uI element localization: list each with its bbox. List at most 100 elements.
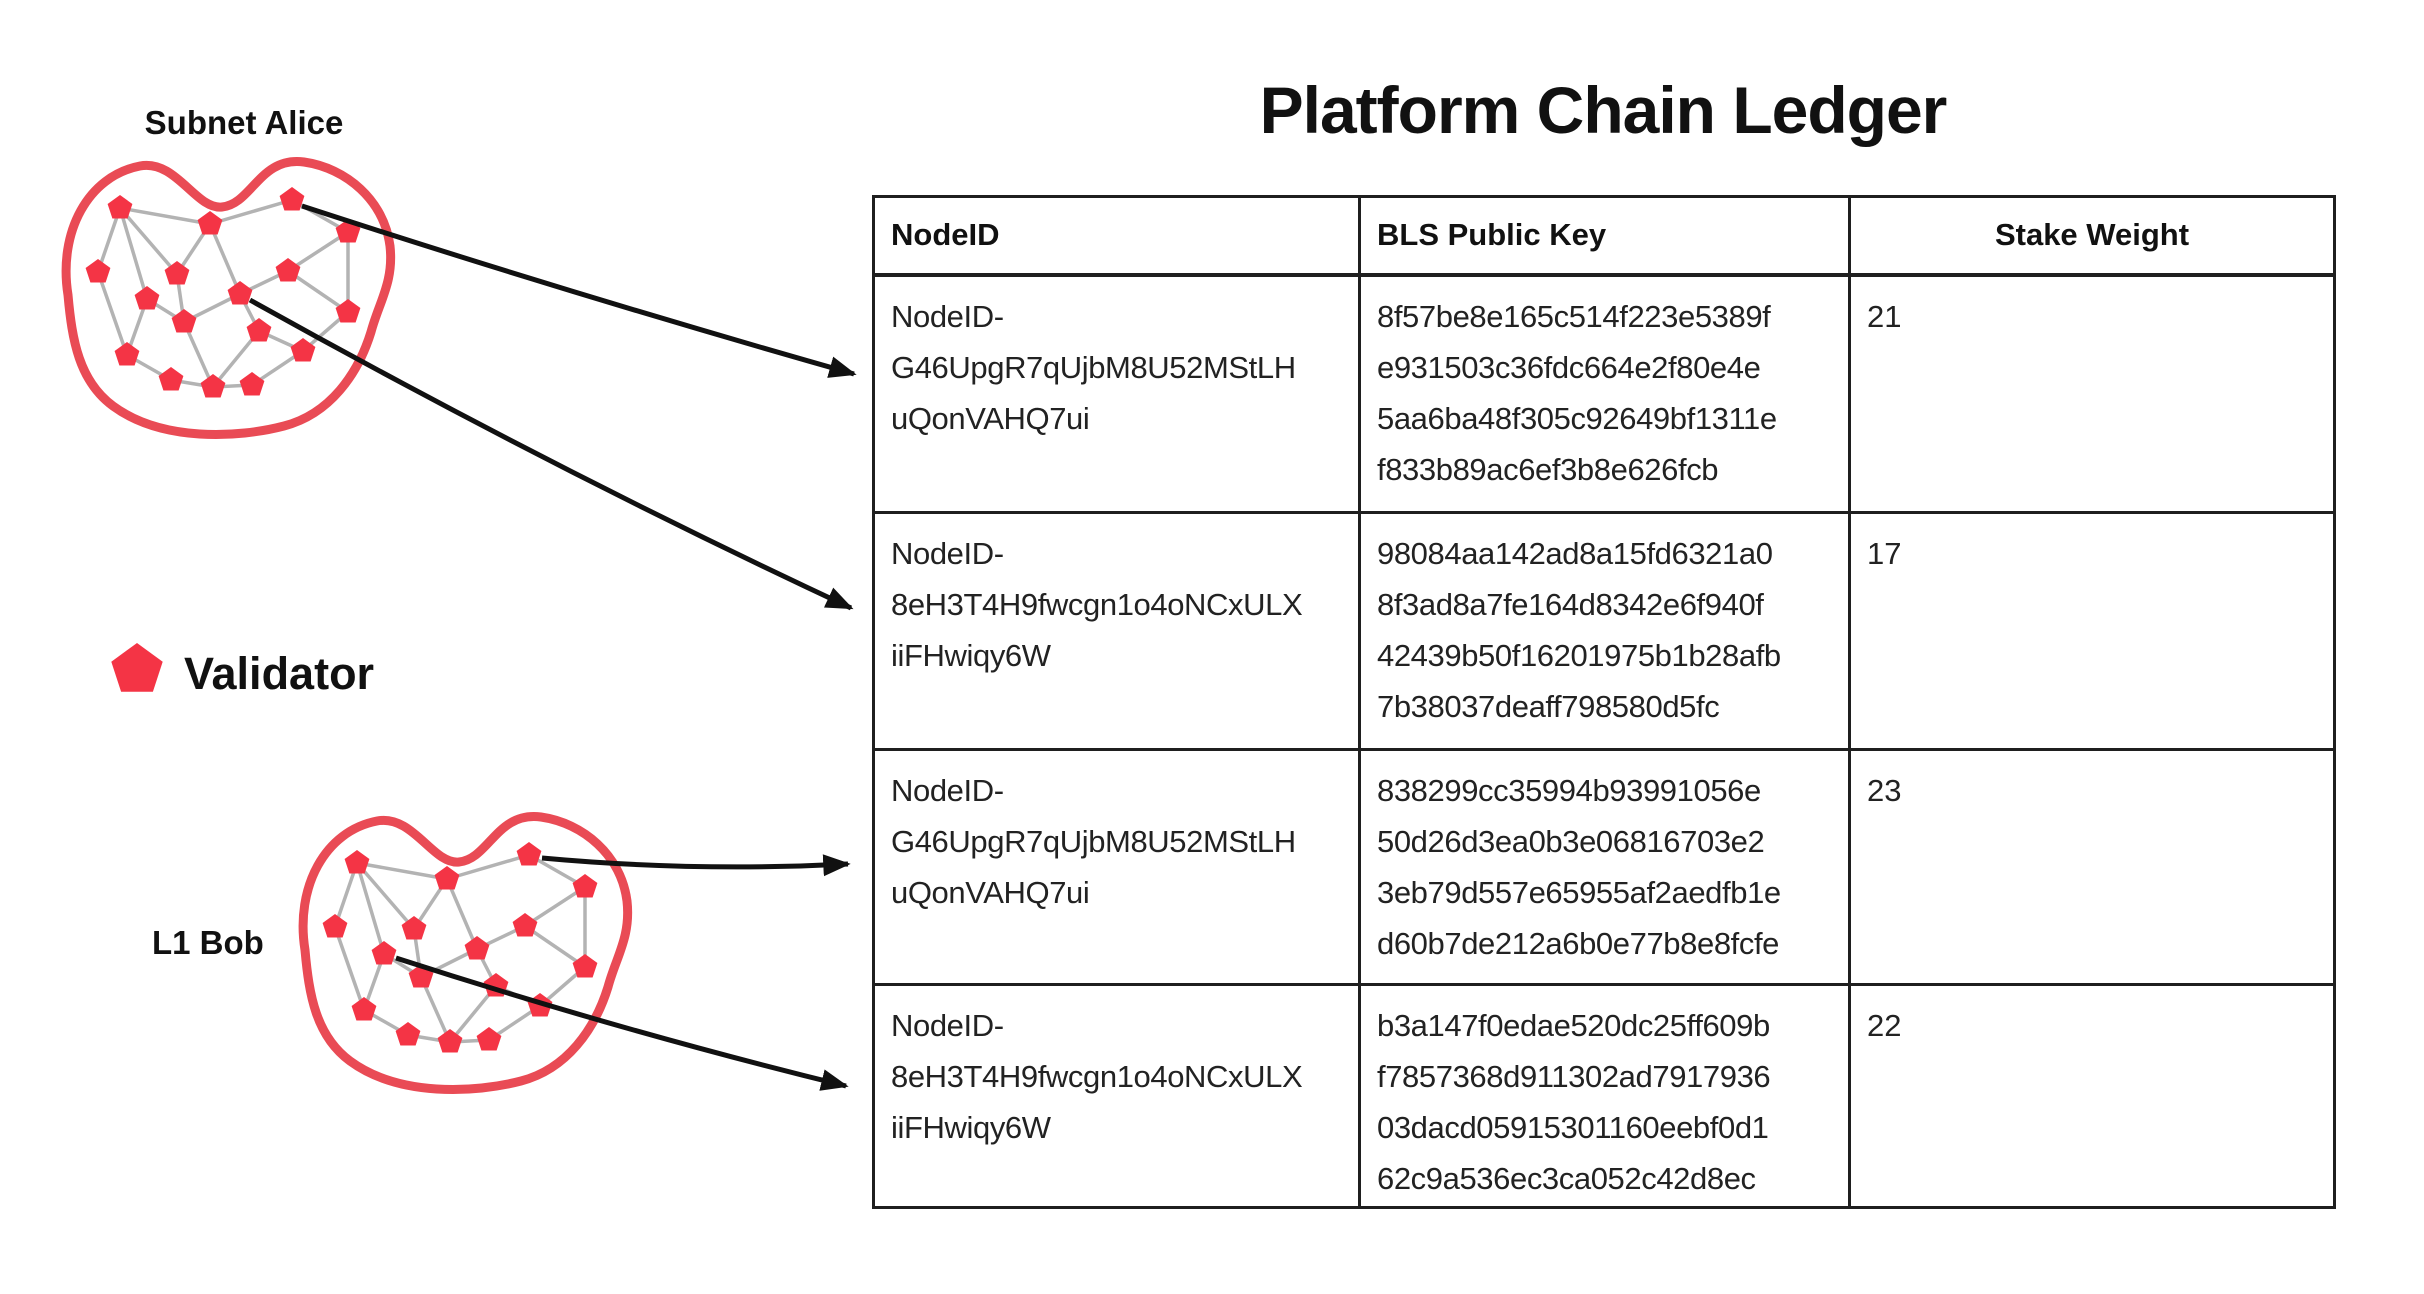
nodeid-line: NodeID- <box>891 298 1004 334</box>
nodeid-cell: NodeID- G46UpgR7qUjbM8U52MStLH uQonVAHQ7… <box>872 273 1361 514</box>
l1-bob-validator-node-icon <box>512 913 538 937</box>
l1-bob-validator-node-icon <box>464 936 490 960</box>
bls-key-line: b3a147f0edae520dc25ff609b <box>1377 1008 1770 1043</box>
nodeid-cell: NodeID- 8eH3T4H9fwcgn1o4oNCxULX iiFHwiqy… <box>872 983 1361 1209</box>
stake-weight-value: 17 <box>1867 536 1902 571</box>
subnet-alice-edge <box>209 198 293 226</box>
arrow-bob-to-row4 <box>395 955 849 1091</box>
subnet-alice-label: Subnet Alice <box>144 104 344 141</box>
l1-bob-validator-node-icon <box>437 1029 463 1053</box>
validator-legend-pentagon-icon <box>111 643 163 692</box>
bls-key-cell: b3a147f0edae520dc25ff609b f7857368d91130… <box>1358 983 1851 1209</box>
l1-bob-edge <box>333 926 366 1011</box>
bls-key-line: 8f3ad8a7fe164d8342e6f940f <box>1377 587 1764 622</box>
subnet-alice-validator-node-icon <box>290 338 316 362</box>
stake-weight-cell: 22 <box>1848 983 2336 1209</box>
table-row: NodeID- 8eH3T4H9fwcgn1o4oNCxULX iiFHwiqy… <box>872 511 2336 751</box>
l1-bob-validator-node-icon <box>516 842 542 866</box>
table-row: NodeID- G46UpgR7qUjbM8U52MStLH uQonVAHQ7… <box>872 273 2336 514</box>
nodeid-line: G46UpgR7qUjbM8U52MStLH <box>891 349 1296 385</box>
l1-bob-edge <box>445 878 479 950</box>
bls-key-cell: 8f57be8e165c514f223e5389f e931503c36fdc6… <box>1358 273 1851 514</box>
subnet-alice-blob <box>61 157 396 440</box>
stake-weight-cell: 23 <box>1848 748 2336 986</box>
l1-bob-label: L1 Bob <box>152 924 264 961</box>
l1-bob-edge <box>355 862 386 955</box>
bls-key-line: e931503c36fdc664e2f80e4e <box>1377 349 1761 385</box>
stake-weight-cell: 21 <box>1848 273 2336 514</box>
bls-key-line: 7b38037deaff798580d5fc <box>1377 689 1720 724</box>
nodeid-line: 8eH3T4H9fwcgn1o4oNCxULX <box>891 587 1303 622</box>
validator-legend-label: Validator <box>184 648 375 699</box>
subnet-alice-validator-node-icon <box>158 367 184 391</box>
subnet-alice-edge <box>287 269 349 314</box>
header-bls-public-key: BLS Public Key <box>1358 195 1851 277</box>
l1-bob-validator-node-icon <box>344 850 370 874</box>
bls-key-line: 3eb79d557e65955af2aedfb1e <box>1377 875 1781 910</box>
header-stake-weight: Stake Weight <box>1848 195 2336 277</box>
l1-bob-edge <box>356 861 448 881</box>
bls-key-line: 98084aa142ad8a15fd6321a0 <box>1377 536 1773 571</box>
bls-key-line: 42439b50f16201975b1b28afb <box>1377 638 1781 673</box>
l1-bob-validator-node-icon <box>434 866 460 890</box>
bls-key-line: d60b7de212a6b0e77b8e8fcfe <box>1377 926 1780 961</box>
arrow-bob-to-row3 <box>541 854 851 877</box>
bls-key-line: 50d26d3ea0b3e06816703e2 <box>1377 824 1765 859</box>
arrow-alice-to-row1 <box>301 203 857 378</box>
l1-bob-validator-node-icon <box>401 916 427 940</box>
stake-weight-value: 22 <box>1867 1008 1902 1043</box>
nodeid-line: iiFHwiqy6W <box>891 1110 1051 1145</box>
subnet-alice-validator-node-icon <box>200 374 226 398</box>
bls-key-line: 838299cc35994b93991056e <box>1377 773 1761 808</box>
subnet-alice-edge <box>287 230 349 273</box>
bls-key-cell: 98084aa142ad8a15fd6321a0 8f3ad8a7fe164d8… <box>1358 511 1851 751</box>
l1-bob-validator-node-icon <box>351 997 377 1021</box>
header-nodeid: NodeID <box>872 195 1361 277</box>
nodeid-line: uQonVAHQ7ui <box>891 875 1090 910</box>
l1-bob-validator-node-icon <box>572 954 598 978</box>
stake-weight-value: 21 <box>1867 298 1902 334</box>
l1-bob-edge <box>524 924 586 969</box>
bls-key-line: 5aa6ba48f305c92649bf1311e <box>1377 400 1777 436</box>
l1-bob-validator-node-icon <box>572 874 598 898</box>
l1-bob-validator-node-icon <box>395 1022 421 1046</box>
subnet-alice-edge <box>96 207 122 273</box>
l1-bob-edge <box>419 976 452 1043</box>
table-row: NodeID- G46UpgR7qUjbM8U52MStLH uQonVAHQ7… <box>872 748 2336 986</box>
nodeid-line: NodeID- <box>891 536 1004 571</box>
subnet-alice-edge <box>182 321 215 388</box>
subnet-alice-validator-node-icon <box>239 372 265 396</box>
stake-weight-cell: 17 <box>1848 511 2336 751</box>
nodeid-cell: NodeID- G46UpgR7qUjbM8U52MStLH uQonVAHQ7… <box>872 748 1361 986</box>
subnet-alice-edge <box>119 206 211 226</box>
l1-bob-validator-node-icon <box>371 941 397 965</box>
stake-weight-value: 23 <box>1867 773 1902 808</box>
platform-chain-ledger-table: NodeID BLS Public Key Stake Weight NodeI… <box>872 195 2336 1209</box>
subnet-alice-edge <box>96 271 129 356</box>
nodeid-line: G46UpgR7qUjbM8U52MStLH <box>891 824 1296 859</box>
subnet-alice-validator-node-icon <box>85 259 111 283</box>
subnet-alice-validator-node-icon <box>197 211 223 235</box>
l1-bob-validator-node-icon <box>322 914 348 938</box>
table-row: NodeID- 8eH3T4H9fwcgn1o4oNCxULX iiFHwiqy… <box>872 983 2336 1209</box>
table-header-row: NodeID BLS Public Key Stake Weight <box>872 195 2336 277</box>
bls-key-line: 8f57be8e165c514f223e5389f <box>1377 298 1771 334</box>
bls-key-line: f833b89ac6ef3b8e626fcb <box>1377 451 1719 487</box>
subnet-alice-validator-node-icon <box>227 281 253 305</box>
bls-key-line: f7857368d911302ad7917936 <box>1377 1059 1771 1094</box>
subnet-alice-edge <box>118 207 149 300</box>
subnet-alice-validator-node-icon <box>335 299 361 323</box>
subnet-alice-validator-node-icon <box>279 187 305 211</box>
bls-key-line: 62c9a536ec3ca052c42d8ec <box>1377 1161 1756 1196</box>
subnet-alice-validator-node-icon <box>164 261 190 285</box>
subnet-alice-validator-node-icon <box>107 195 133 219</box>
l1-bob-edge <box>333 862 359 928</box>
l1-bob-edge <box>355 861 416 931</box>
subnet-alice-validator-node-icon <box>246 318 272 342</box>
subnet-alice-validator-node-icon <box>171 309 197 333</box>
l1-bob-blob <box>298 812 633 1095</box>
nodeid-line: NodeID- <box>891 773 1004 808</box>
subnet-alice-edge <box>208 223 242 295</box>
